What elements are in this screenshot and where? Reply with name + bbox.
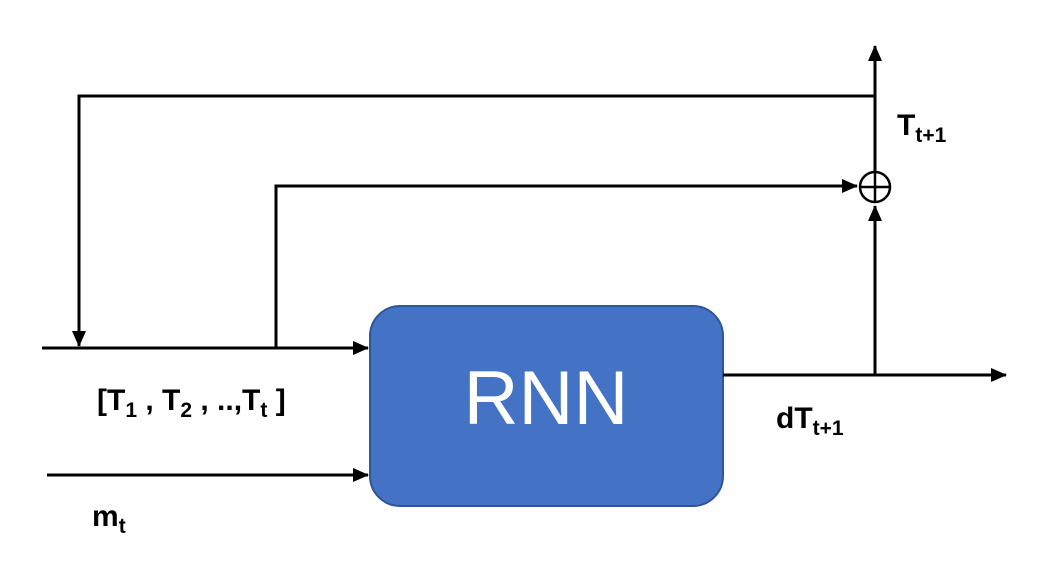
m-label: mt bbox=[92, 500, 126, 538]
sequence-label: [T1 , T2 , ..,Tt ] bbox=[97, 384, 286, 422]
feedback-loop-arrow bbox=[72, 94, 875, 347]
dT-label: dTt+1 bbox=[776, 402, 844, 440]
rnn-block bbox=[369, 305, 724, 507]
sum-node-icon bbox=[858, 170, 892, 204]
skip-connection-arrow bbox=[274, 179, 858, 348]
rnn-label: RNN bbox=[464, 356, 629, 441]
T-next-label: Tt+1 bbox=[897, 109, 947, 147]
